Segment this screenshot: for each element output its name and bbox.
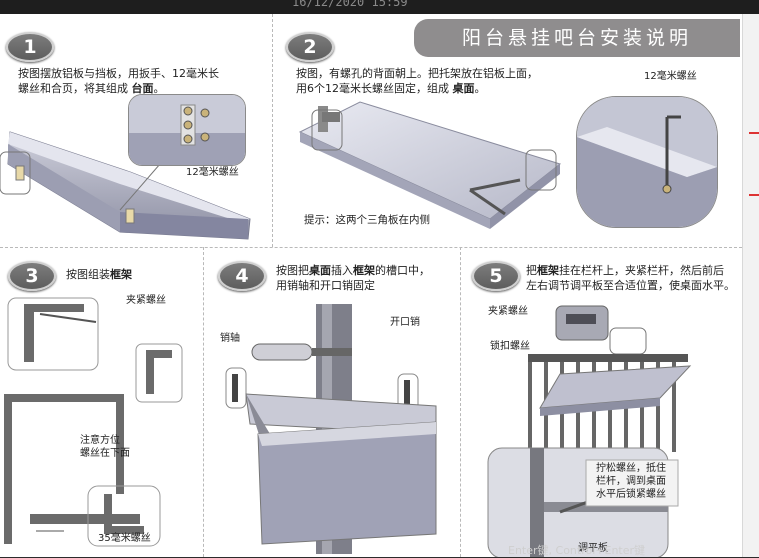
step-number: 2 [286,32,334,62]
step1-bold: 台面 [131,82,154,95]
step-number: 1 [6,32,54,62]
step5-line1-rest: 挂在栏杆上，夹紧栏杆，然后前后 [559,264,724,277]
step5-illustration [487,305,692,557]
step-number: 4 [218,261,266,291]
step3-note-line1: 注意方位 [80,435,120,446]
viewer-top-bar: 16/12/2020 15:59 [0,0,759,14]
step5-tip-line1: 拧松螺丝，抵住 [596,463,666,474]
step5-text: 把框架挂在栏杆上，夹紧栏杆，然后前后 左右调节调平板至合适位置，使桌面水平。 [526,263,735,293]
step2-illustration [298,101,562,229]
step2-end: 。 [474,82,486,95]
red-marker [749,132,759,134]
divider [272,14,273,247]
step3-bold: 框架 [110,268,132,281]
step-number: 5 [472,261,520,291]
step5-clamp-label: 夹紧螺丝 [488,306,528,317]
step-number: 3 [8,261,56,291]
step2-bold: 桌面 [452,82,475,95]
step1-zoom-inset [128,94,246,166]
step3-note-line2: 螺丝在下面 [80,448,130,459]
step3-illustration [4,297,183,547]
red-marker [749,194,759,196]
step5-pre: 把 [526,264,537,277]
divider [0,247,742,248]
step4-line2: 用销轴和开口销固定 [276,279,375,292]
step4-line1: 按图把桌面插入框架的槽口中， [276,263,430,278]
divider [203,247,204,557]
step4-bold2: 框架 [353,264,375,277]
step4-cotter-label: 开口销 [390,317,420,328]
right-side-panel [742,14,759,557]
step5-bold: 框架 [537,264,559,277]
instruction-page: 阳台悬挂吧台安装说明 1 按图摆放铝板与挡板，用扳手、12毫米长 螺丝和合页，将… [0,14,742,557]
step1-screw-label: 12毫米螺丝 [186,167,239,178]
step5-line2: 左右调节调平板至合适位置，使桌面水平。 [526,279,735,292]
step2-zoom-art [577,97,717,227]
step3-35mm-label: 35毫米螺丝 [98,533,151,544]
step1-line2-text: 螺丝和合页，将其组成 [18,82,132,95]
step4-pre: 按图把 [276,264,309,277]
step1-line1: 按图摆放铝板与挡板，用扳手、12毫米长 [18,67,219,80]
divider [460,247,461,557]
step2-line2-text: 用6个12毫米长螺丝固定，组成 [296,82,453,95]
step1-illustration [0,131,251,240]
step5-tip-line2: 栏杆，调到桌面 [596,476,666,487]
step2-zoom-inset [576,96,718,228]
step4-text: 按图把桌面插入框架的槽口中， 用销轴和开口销固定 [276,263,430,293]
step2-line2: 用6个12毫米长螺丝固定，组成 桌面。 [296,81,538,96]
step3-text-pre: 按图组装 [66,268,110,281]
step1-zoom-art [129,95,245,165]
step2-hint: 提示：这两个三角板在内侧 [304,214,430,226]
step4-illustration [225,304,437,554]
step4-pin-label: 销轴 [220,333,240,344]
step1-text: 按图摆放铝板与挡板，用扳手、12毫米长 螺丝和合页，将其组成 台面。 [18,66,219,96]
step1-line2: 螺丝和合页，将其组成 台面。 [18,81,219,96]
step4-mid: 插入 [331,264,353,277]
step5-level-label: 调平板 [578,543,608,554]
step2-line1: 按图，有螺孔的背面朝上。把托架放在铝板上面， [296,67,538,80]
step5-lock-label: 锁扣螺丝 [490,341,530,352]
page-title: 阳台悬挂吧台安装说明 [414,19,740,57]
timestamp: 16/12/2020 15:59 [292,0,408,9]
step2-screw-label: 12毫米螺丝 [644,71,697,82]
step1-end: 。 [153,82,165,95]
step3-clamp-label: 夹紧螺丝 [126,295,166,306]
step3-text: 按图组装框架 [66,267,132,282]
step2-text: 按图，有螺孔的背面朝上。把托架放在铝板上面， 用6个12毫米长螺丝固定，组成 桌… [296,66,538,96]
footer-hint: Enter键, Control+Enter键 [508,544,646,557]
step4-end: 的槽口中， [375,264,430,277]
step4-bold1: 桌面 [309,264,331,277]
step5-tip-line3: 水平后锁紧螺丝 [596,489,666,500]
step5-line1: 把框架挂在栏杆上，夹紧栏杆，然后前后 [526,263,735,278]
